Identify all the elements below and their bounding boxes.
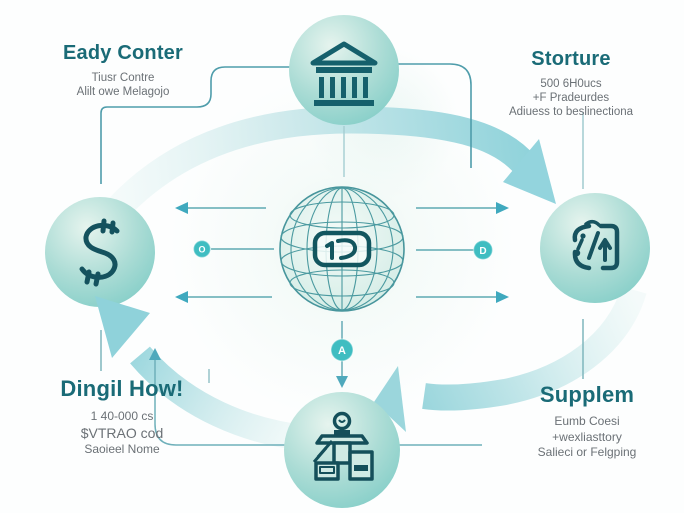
badge-bottom: A: [330, 338, 354, 362]
label-line: Alilt owe Melagojo: [76, 86, 170, 98]
flow-arrowhead-bottom: [374, 366, 406, 432]
podium-speaker-icon: [312, 411, 374, 481]
label-block-top-left: Eady Conter Tiusr Contre Alilt owe Melag…: [28, 42, 218, 99]
label-block-bottom-right: Supplem Eumb Coesi +wexliasttory Salieci…: [488, 382, 684, 461]
up-arrowhead: [149, 348, 161, 360]
label-sub-top-right: 500 6H0ucs +F Pradeurdes Adiuess to besl…: [472, 77, 670, 119]
label-title-bottom-left: Dingil How!: [60, 376, 184, 401]
globe-logo-mark: [312, 230, 372, 268]
connector-bottom-elbow: [154, 357, 482, 446]
node-bottom: [284, 392, 400, 508]
flow-band-bottom-left: [130, 346, 307, 451]
label-title-top-left: Eady Conter: [62, 42, 183, 64]
badge-right: D: [472, 239, 494, 261]
label-line: Saoieel Nome: [84, 442, 160, 456]
flow-arrowhead-right: [503, 139, 556, 204]
badge-left: O: [192, 239, 212, 259]
spoke-arrowheads: [175, 202, 509, 303]
label-line: +F Pradeurdes: [532, 92, 610, 104]
badge-right-letter: D: [479, 246, 486, 257]
label-line: Tiusr Contre: [91, 72, 155, 84]
connector-top-to-right: [398, 63, 472, 168]
label-sub-bottom-right: Eumb Coesi +wexliasttory Salieci or Felg…: [488, 414, 684, 461]
flow-arrowhead-left: [95, 296, 150, 358]
label-line: +wexliasttory: [552, 429, 622, 444]
label-line-amount: $VTRAO cod: [80, 424, 164, 441]
down-arrowhead: [336, 376, 348, 388]
flow-band-right-bottom: [374, 285, 647, 432]
badge-bottom-letter: A: [338, 345, 346, 357]
globe-spoke-lines: [186, 207, 497, 298]
label-block-bottom-left: Dingil How! 1 40-000 cs $VTRAO cod Saoie…: [26, 376, 218, 458]
dollar-currency-icon: [79, 218, 120, 287]
label-title-bottom-right: Supplem: [539, 382, 635, 407]
label-line: Eumb Coesi: [554, 414, 620, 428]
globe-network-icon: [279, 186, 405, 312]
growth-percent-icon: [572, 220, 620, 271]
label-line: 1 40-000 cs: [90, 409, 154, 423]
node-top: [289, 15, 399, 125]
connector-left-to-top: [100, 66, 290, 184]
bank-institution-icon: [310, 41, 378, 106]
label-sub-bottom-left: 1 40-000 cs $VTRAO cod Saoieel Nome: [26, 408, 218, 458]
label-block-top-right: Storture 500 6H0ucs +F Pradeurdes Adiues…: [472, 48, 670, 119]
label-line: 500 6H0ucs: [540, 78, 602, 90]
label-title-top-right: Storture: [531, 48, 611, 70]
label-sub-top-left: Tiusr Contre Alilt owe Melagojo: [28, 71, 218, 99]
node-right: [540, 193, 650, 303]
badge-left-letter: O: [198, 245, 205, 255]
label-line: Salieci or Felgping: [537, 445, 637, 459]
node-left: [45, 197, 155, 307]
label-line: Adiuess to beslinectiona: [508, 106, 634, 118]
